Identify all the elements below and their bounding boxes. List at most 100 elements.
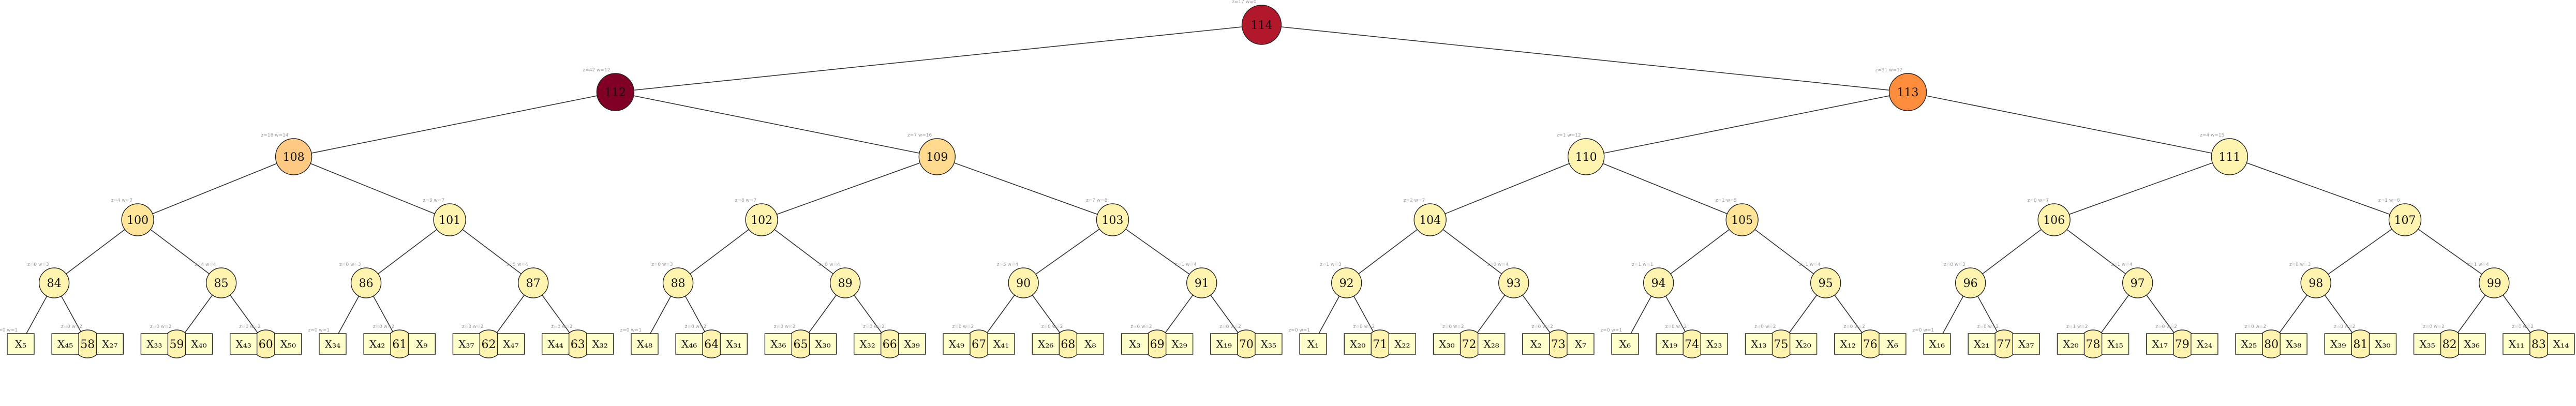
leaf-label: X₁₄ (2553, 338, 2569, 350)
edge-110-105 (1586, 156, 1743, 220)
node-annotation: z=17 w=0 (1232, 0, 1256, 5)
leaf-label: X₄₀ (191, 338, 206, 350)
leaf-X21: X₂₁ (1968, 333, 1996, 355)
leaf-X22: X₂₂ (1388, 333, 1417, 355)
node-73: 73z=0 w=2 (1531, 324, 1573, 358)
node-96: 96z=0 w=3 (1944, 262, 1986, 298)
node-annotation: z=1 w=2 (2066, 324, 2088, 329)
node-label: 84 (47, 277, 62, 290)
node-88: 88z=0 w=3 (651, 262, 694, 298)
node-label: 99 (2487, 277, 2501, 290)
node-annotation: z=0 w=2 (239, 324, 260, 329)
leaf-label: X₃₉ (2330, 338, 2346, 350)
node-annotation: z=0 w=2 (1041, 324, 1063, 329)
leaf-label: X₄₄ (548, 338, 563, 350)
node-label: 65 (793, 338, 808, 351)
node-annotation: z=0 w=2 (863, 324, 884, 329)
node-circle (1888, 73, 1927, 111)
leaf-label: X₄₁ (993, 338, 1009, 350)
node-label: 64 (704, 338, 719, 351)
node-label: 66 (883, 338, 897, 351)
leaf-label: X₂₀ (2063, 338, 2078, 350)
node-60: 60z=0 w=2 (239, 324, 280, 358)
node-annotation: z=0 w=2 (1442, 324, 1464, 329)
node-68: 68z=0 w=2 (1041, 324, 1082, 358)
node-circle (205, 267, 237, 298)
node-annotation: z=0 w=1 (1289, 328, 1310, 333)
leaf-box (1433, 333, 1461, 355)
node-annotation: z=0 w=2 (2512, 324, 2533, 329)
node-annotation: z=0 w=7 (2028, 198, 2049, 203)
leaf-label: X₄₇ (503, 338, 518, 350)
leaf-box (7, 333, 35, 355)
node-label: 86 (359, 277, 374, 290)
leaf-X17: X₁₇ (2146, 333, 2174, 355)
leaf-box (1032, 333, 1060, 355)
node-annotation: z=0 w=1 (1601, 328, 1622, 333)
leaf-label: X₃₈ (2286, 338, 2301, 350)
leaf-X32: X₃₂ (586, 333, 614, 355)
node-86: 86z=0 w=3 (339, 262, 382, 298)
node-label: 75 (1774, 338, 1789, 351)
node-102: 102 z=8 w=7 (735, 198, 778, 236)
leaf-box (497, 333, 525, 355)
leaf-label: X₂₃ (1706, 338, 1722, 350)
node-67: 67z=0 w=2 (952, 324, 993, 358)
node-76: 76z=0 w=2 (1843, 324, 1885, 358)
node-label: 83 (2532, 338, 2546, 351)
node-annotation: z=1 w=8 (2378, 198, 2400, 203)
node-label: 82 (2443, 338, 2457, 351)
node-annotation: z=0 w=2 (2245, 324, 2266, 329)
leaf-box (1522, 333, 1550, 355)
node-annotation: z=4 w=15 (2200, 133, 2224, 138)
node-58: 58z=0 w=2 (61, 324, 102, 358)
leaf-X45: X₄₅ (51, 333, 79, 355)
leaf-label: X₃₂ (860, 338, 875, 350)
leaf-label: X₁₂ (1840, 338, 1856, 350)
node-annotation: z=0 w=2 (952, 324, 974, 329)
node-label: 94 (1651, 277, 1666, 290)
leaf-label: X₇ (1575, 338, 1586, 350)
node-77: 77z=0 w=2 (1977, 324, 2018, 358)
edge-107-98 (2315, 219, 2405, 283)
node-circle (1725, 203, 1759, 236)
node-annotation: z=1 w=1 (1632, 262, 1653, 267)
node-label: 113 (1897, 86, 1919, 99)
node-annotation: z=8 w=7 (423, 198, 444, 203)
edge-104-93 (1430, 219, 1514, 283)
leaf-box (1611, 333, 1639, 355)
node-annotation: z=0 w=2 (150, 324, 171, 329)
leaf-box (720, 333, 748, 355)
leaf-box (943, 333, 971, 355)
leaf-box (1255, 333, 1283, 355)
node-annotation: z=8 w=7 (735, 198, 756, 203)
edge-103-90 (1023, 219, 1113, 283)
leaf-box (1567, 333, 1595, 355)
node-circle (1241, 5, 1282, 45)
node-label: 78 (2086, 338, 2101, 351)
node-annotation: z=1 w=4 (1799, 262, 1821, 267)
node-annotation: z=0 w=2 (774, 324, 795, 329)
node-annotation: z=0 w=1 (620, 328, 641, 333)
node-64: 64z=0 w=2 (685, 324, 726, 358)
leaf-label: X₁₃ (1751, 338, 1766, 350)
node-97: 97z=1 w=4 (2111, 262, 2153, 298)
node-label: 102 (751, 214, 772, 227)
node-annotation: z=0 w=1 (308, 328, 329, 333)
node-label: 59 (169, 338, 184, 351)
node-circle (1186, 267, 1217, 298)
node-label: 90 (1016, 277, 1031, 290)
leaf-label: X₃₅ (2419, 338, 2435, 350)
leaf-X42: X₄₂ (363, 333, 391, 355)
leaf-X9: X₉ (408, 333, 436, 355)
leaf-box (1879, 333, 1907, 355)
leaf-label: X₃₉ (904, 338, 920, 350)
leaf-X39b: X₃₉ (2324, 333, 2352, 355)
node-label: 61 (392, 338, 407, 351)
node-79: 79z=0 w=2 (2155, 324, 2197, 358)
leaf-box (2235, 333, 2263, 355)
